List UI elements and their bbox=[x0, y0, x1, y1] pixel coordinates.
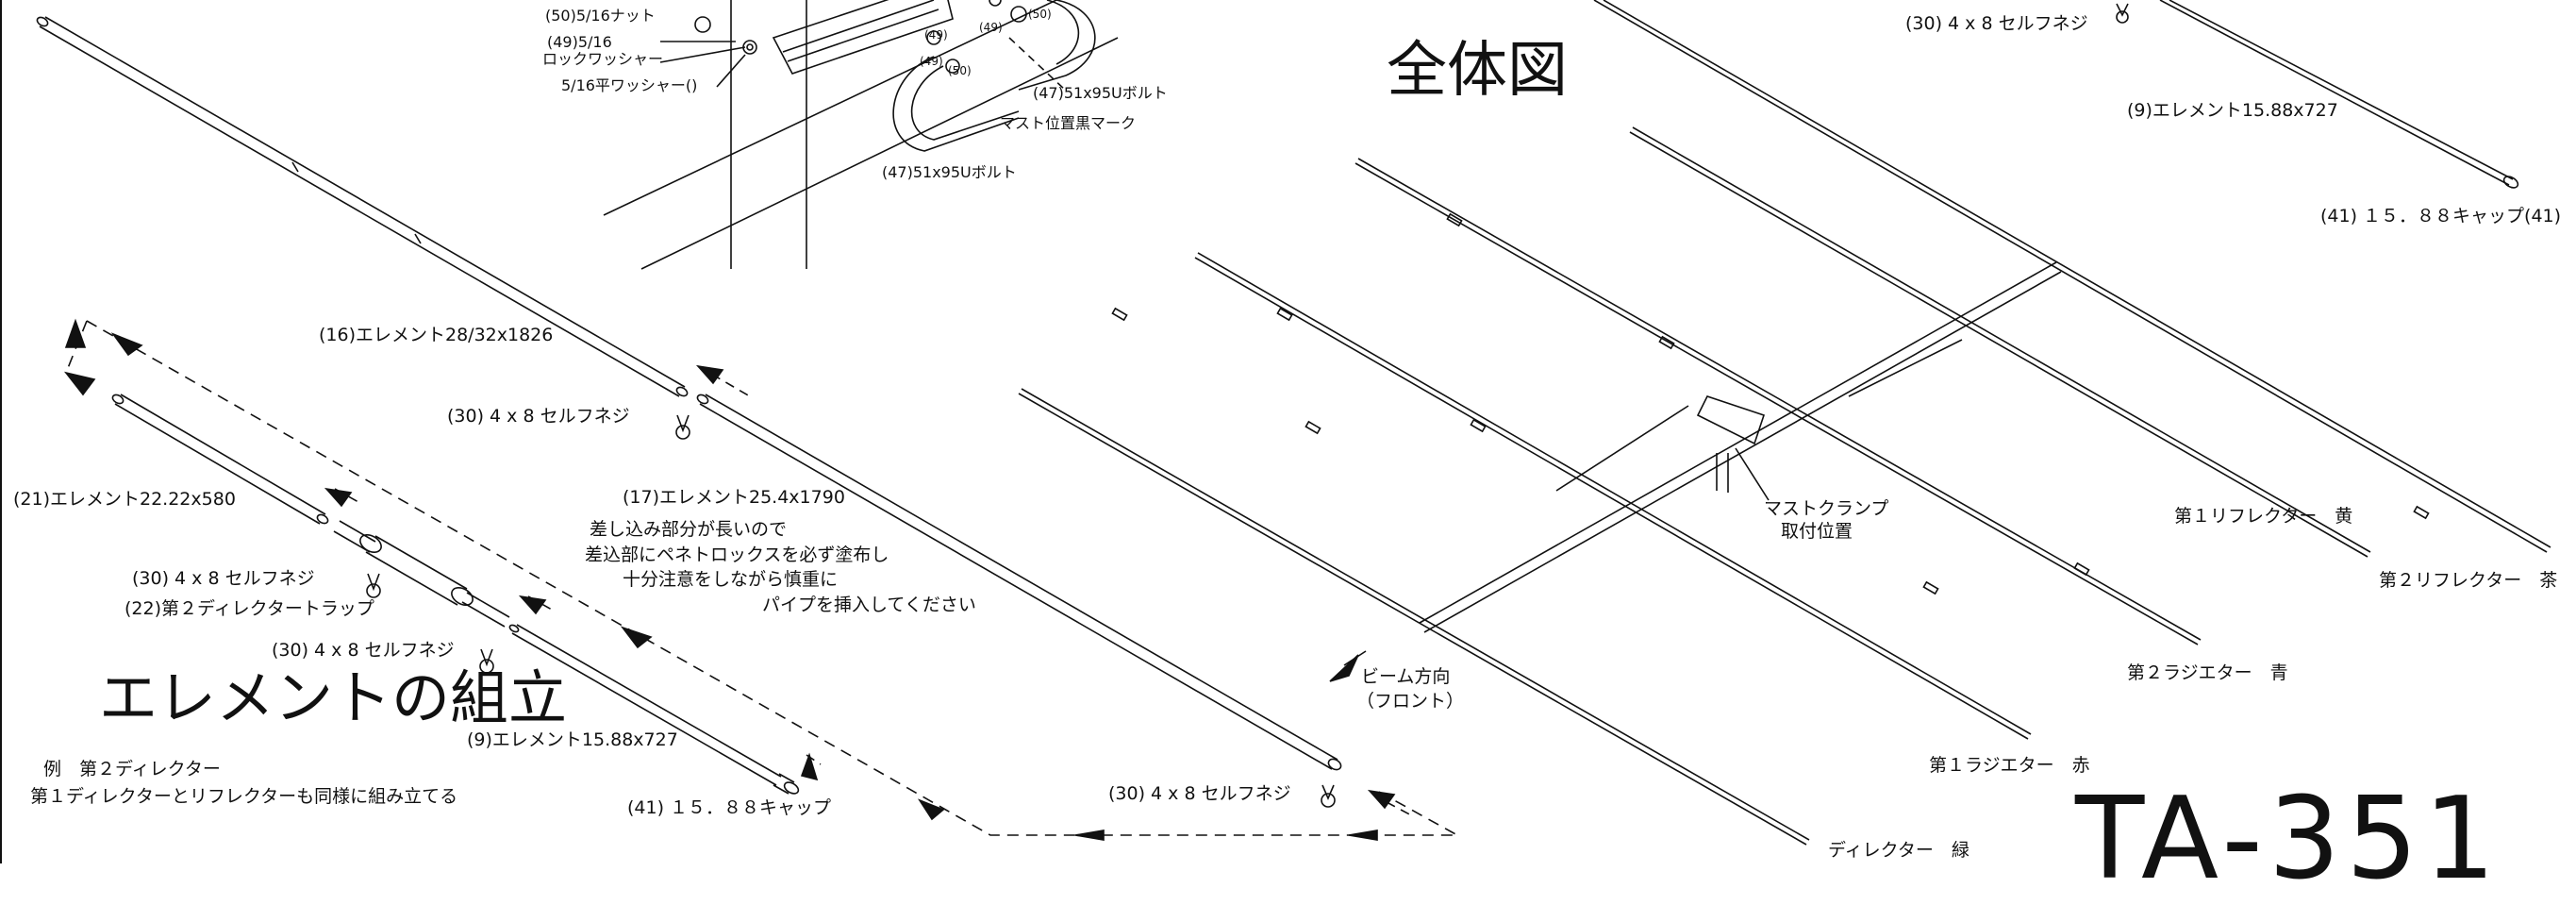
screw-icon bbox=[675, 415, 690, 440]
element-assembly bbox=[36, 16, 1457, 840]
tag-50: (50) bbox=[1028, 8, 1052, 21]
element-17-label: (17)エレメント25.4x1790 bbox=[623, 487, 845, 508]
note-line: 十分注意をしながら慎重に bbox=[623, 569, 839, 590]
tag-50: (50) bbox=[948, 64, 972, 77]
screw-label: (30) 4 x 8 セルフネジ bbox=[132, 568, 315, 589]
example-note: 第１ディレクターとリフレクターも同様に組み立てる bbox=[30, 786, 458, 807]
element-9-top-label: (9)エレメント15.88x727 bbox=[2127, 100, 2338, 121]
cap-label: (41) １５．８８キャップ bbox=[627, 797, 832, 818]
screw-icon bbox=[479, 649, 494, 674]
mast-mark-label: マスト位置黒マーク bbox=[1000, 114, 1137, 132]
tag-49: (49) bbox=[979, 21, 1003, 34]
diagram-drawing bbox=[36, 0, 2576, 863]
tag-49: (49) bbox=[920, 55, 943, 68]
beam-direction-label: ビーム方向 bbox=[1361, 666, 1451, 687]
mast-clamp-label: マストクランプ bbox=[1764, 498, 1889, 519]
model-number: TA-351 bbox=[2075, 774, 2501, 905]
ubolt-label-lower: (47)51x95Uボルト bbox=[882, 163, 1017, 181]
ubolt-label-upper: (47)51x95Uボルト bbox=[1033, 84, 1168, 102]
mast-clamp-label-2: 取付位置 bbox=[1781, 521, 1853, 542]
note-line: 差し込み部分が長いので bbox=[590, 519, 788, 540]
reflector-1-label: 第１リフレクター 黄 bbox=[2174, 506, 2353, 527]
example-label: 例 第２ディレクター bbox=[43, 759, 221, 779]
screw-label: (30) 4 x 8 セルフネジ bbox=[447, 406, 630, 427]
element-9-label: (9)エレメント15.88x727 bbox=[467, 729, 678, 750]
screw-icon bbox=[366, 574, 381, 598]
note-line: パイプを挿入してください bbox=[762, 595, 976, 615]
screw-label-top: (30) 4 x 8 セルフネジ bbox=[1905, 13, 2088, 34]
reflector-2-label: 第２リフレクター 茶 bbox=[2379, 570, 2558, 591]
flat-washer-label: 5/16平ワッシャー() bbox=[561, 76, 698, 94]
director-label: ディレクター 緑 bbox=[1828, 840, 1969, 861]
screw-icon bbox=[2116, 4, 2129, 24]
note-line: 差込部にペネトロックスを必ず塗布し bbox=[585, 545, 889, 565]
lock-washer-label: (49)5/16 bbox=[547, 33, 612, 51]
screw-label: (30) 4 x 8 セルフネジ bbox=[272, 640, 455, 661]
beam-direction-label-2: （フロント） bbox=[1356, 691, 1465, 712]
element-21-label: (21)エレメント22.22x580 bbox=[13, 489, 236, 510]
lock-washer-label-2: ロックワッシャー bbox=[542, 50, 664, 68]
assembly-title: エレメントの組立 bbox=[99, 663, 568, 732]
radiator-2-label: 第２ラジエター 青 bbox=[2127, 662, 2288, 683]
overall-view bbox=[1019, 0, 2551, 845]
tag-49: (49) bbox=[924, 28, 948, 42]
element-16-label: (16)エレメント28/32x1826 bbox=[319, 325, 554, 345]
trap-label: (22)第２ディレクタートラップ bbox=[125, 598, 374, 619]
radiator-1-label: 第１ラジエター 赤 bbox=[1929, 755, 2090, 776]
nut-label: (50)5/16ナット bbox=[545, 7, 656, 25]
overview-title: 全体図 bbox=[1387, 36, 1568, 106]
mounting-detail bbox=[604, 0, 1118, 269]
screw-icon bbox=[1321, 785, 1336, 808]
screw-label: (30) 4 x 8 セルフネジ bbox=[1108, 783, 1291, 804]
cap-top-label: (41) １５．８８キャップ(41) bbox=[2320, 206, 2562, 226]
